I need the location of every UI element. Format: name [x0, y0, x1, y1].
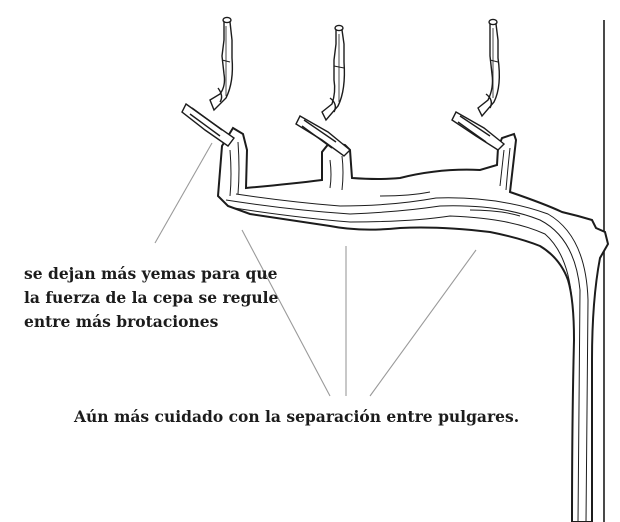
buds-annotation: se dejan más yemas para que la fuerza de…	[24, 262, 278, 334]
buds-annotation-line-3: entre más brotaciones	[24, 312, 219, 331]
spur-middle	[295, 24, 352, 157]
leader-line-buds	[154, 142, 213, 244]
buds-annotation-line-1: se dejan más yemas para que	[24, 264, 278, 283]
vine-trunk-and-cordon	[216, 126, 610, 522]
buds-annotation-line-2: la fuerza de la cepa se regule	[24, 288, 279, 307]
spur-right	[451, 18, 506, 151]
spur-left	[181, 16, 235, 147]
leader-line-spur-1	[241, 229, 331, 397]
spur-spacing-annotation: Aún más cuidado con la separación entre …	[74, 407, 520, 426]
leader-line-spur-3	[369, 249, 477, 397]
leader-lines	[154, 142, 477, 397]
